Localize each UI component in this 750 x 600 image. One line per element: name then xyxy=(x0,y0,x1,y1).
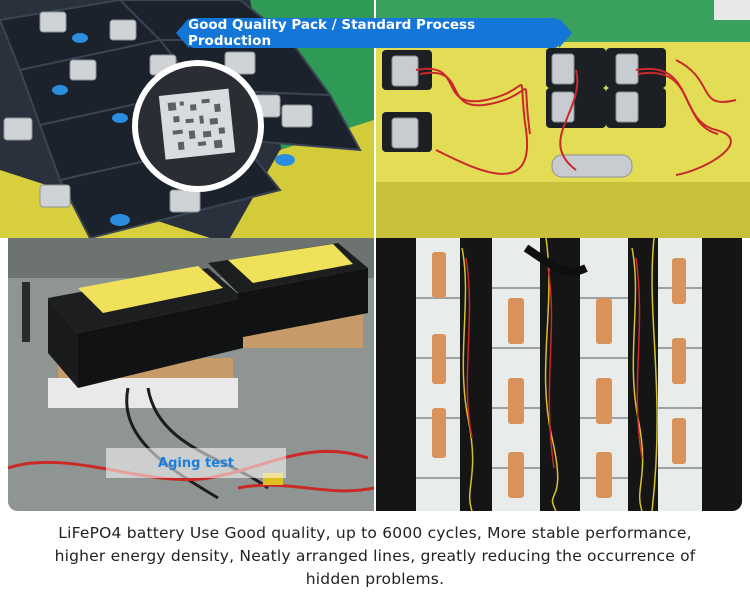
arranged-cells-illustration xyxy=(376,238,742,511)
caption-line-3: hidden problems. xyxy=(305,570,445,588)
aging-test-label: Aging test xyxy=(106,448,286,478)
wired-pack-illustration xyxy=(376,0,750,238)
arranged-cells-photo xyxy=(376,238,742,511)
description-caption: LiFePO4 battery Use Good quality, up to … xyxy=(0,522,750,591)
caption-line-2: higher energy density, Neatly arranged l… xyxy=(54,547,696,565)
caption-line-1: LiFePO4 battery Use Good quality, up to … xyxy=(58,524,692,542)
quality-banner: Good Quality Pack / Standard Process Pro… xyxy=(176,17,572,49)
